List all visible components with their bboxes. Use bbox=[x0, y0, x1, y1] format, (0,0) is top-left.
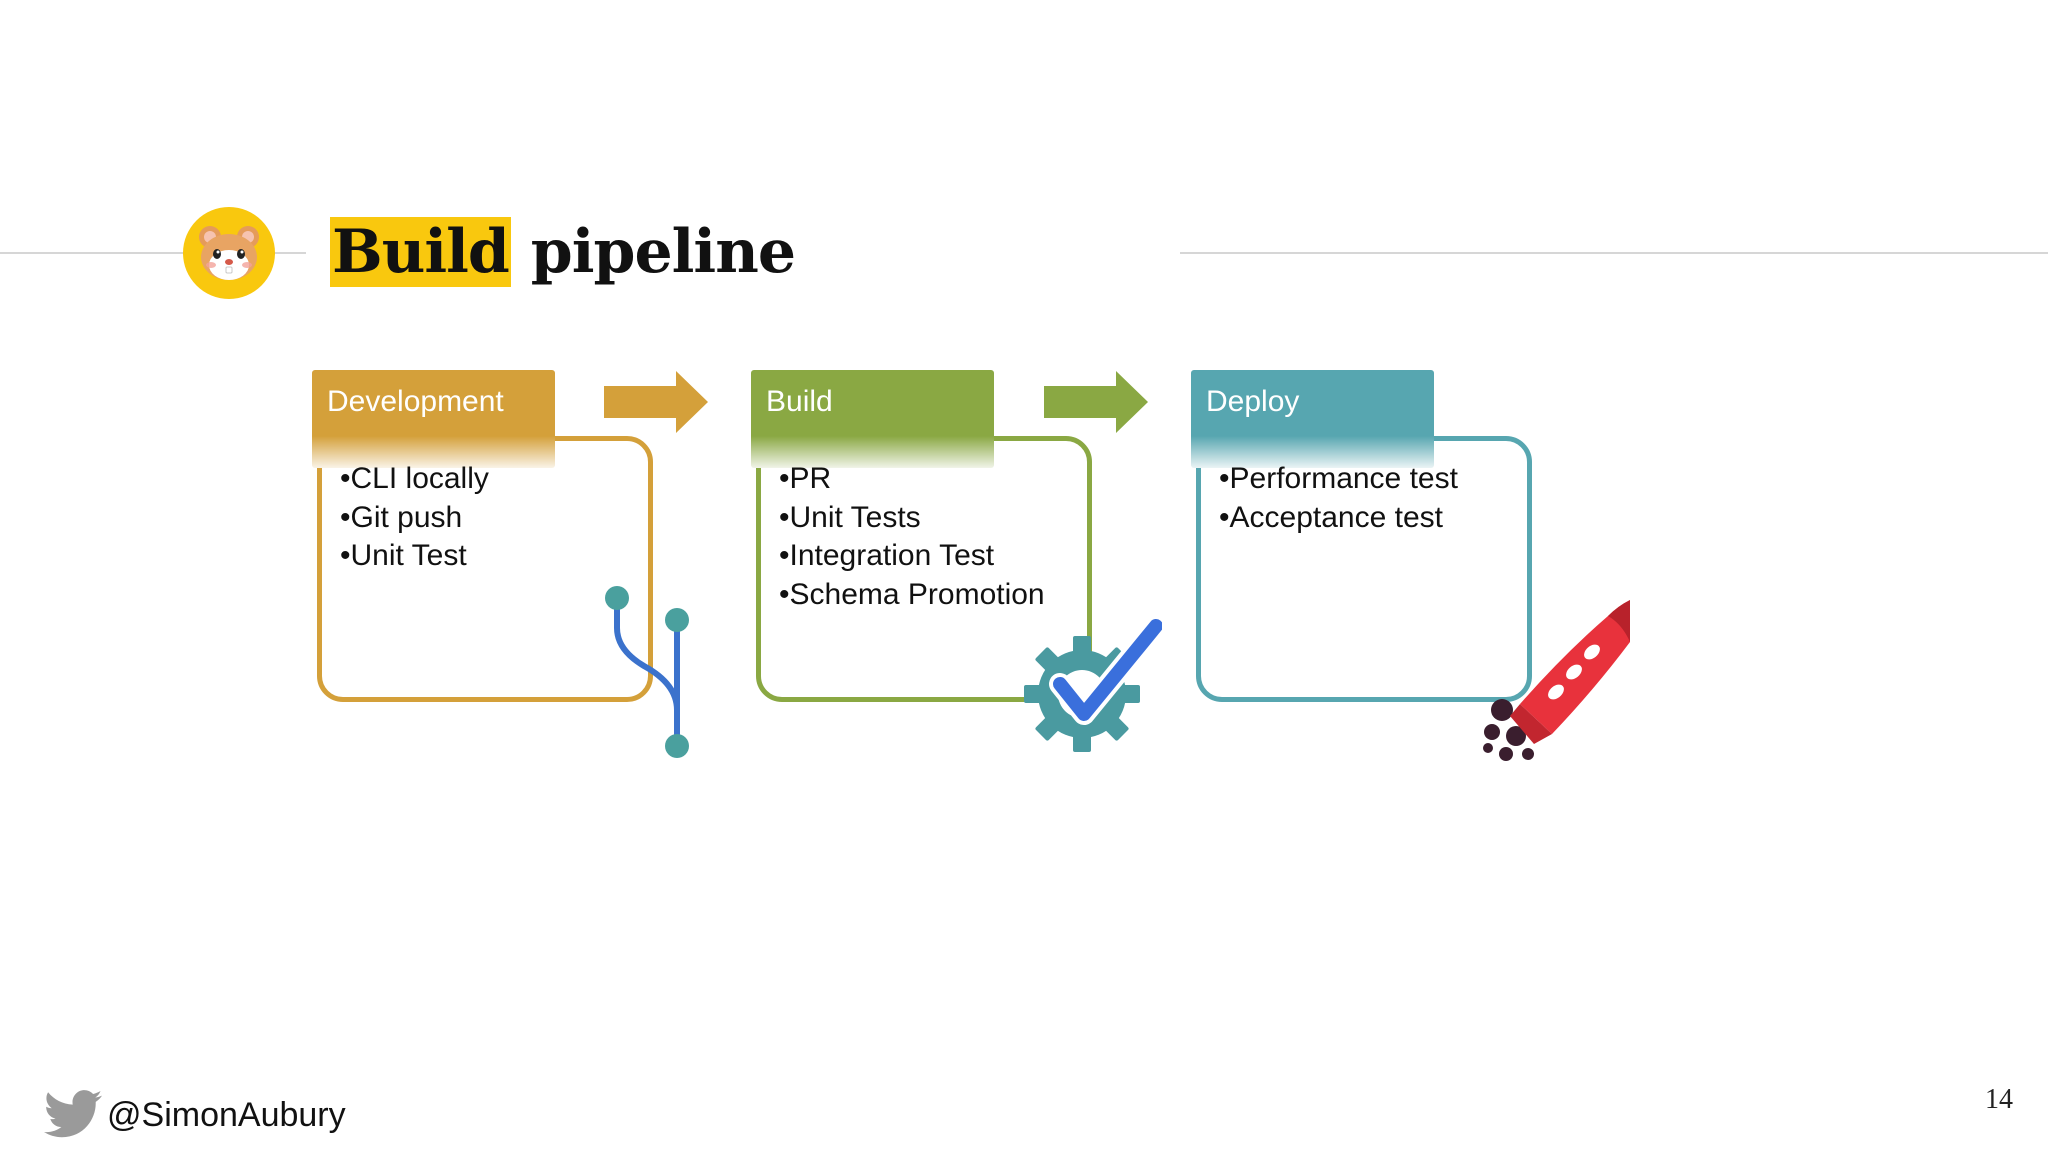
list-item: •Git push bbox=[340, 500, 463, 534]
list-item: •Integration Test bbox=[779, 539, 995, 572]
right-arrow-icon bbox=[604, 371, 708, 438]
stage-development-label: Development bbox=[327, 385, 504, 418]
hamster-icon bbox=[183, 207, 275, 299]
page-number: 14 bbox=[1985, 1084, 2013, 1115]
list-item: •Unit Test bbox=[340, 539, 467, 572]
rocket-icon bbox=[1480, 598, 1630, 773]
title-rest: pipeline bbox=[530, 217, 796, 287]
title-rule-left bbox=[0, 252, 306, 254]
stage-development-list: •CLI locally •Git push •Unit Test bbox=[340, 460, 489, 576]
list-item: •CLI locally bbox=[340, 462, 489, 495]
twitter-bird-icon bbox=[43, 1088, 102, 1145]
stage-build-list: •PR •Unit Tests •Integration Test •Schem… bbox=[779, 460, 1045, 614]
slide-title: Build pipeline bbox=[330, 212, 796, 292]
stage-development-header bbox=[312, 370, 555, 468]
stage-deploy-header bbox=[1191, 370, 1434, 468]
stage-build-label: Build bbox=[766, 385, 833, 418]
stage-deploy-label: Deploy bbox=[1206, 385, 1300, 418]
list-item: •PR bbox=[779, 462, 832, 495]
stage-build-header bbox=[751, 370, 994, 468]
title-rule-right bbox=[1180, 252, 2048, 254]
list-item: •Unit Tests bbox=[779, 500, 921, 534]
list-item: •Schema Promotion bbox=[779, 577, 1045, 611]
git-branch-icon bbox=[598, 580, 698, 767]
list-item: •Performance test bbox=[1219, 462, 1458, 495]
right-arrow-icon bbox=[1044, 371, 1148, 438]
gear-check-icon bbox=[1012, 615, 1167, 759]
list-item: •Acceptance test bbox=[1219, 500, 1443, 534]
title-highlight: Build bbox=[330, 217, 511, 287]
stage-deploy-list: •Performance test •Acceptance test bbox=[1219, 460, 1458, 537]
stage-build-body bbox=[756, 436, 1092, 702]
twitter-handle: @SimonAubury bbox=[107, 1096, 346, 1134]
